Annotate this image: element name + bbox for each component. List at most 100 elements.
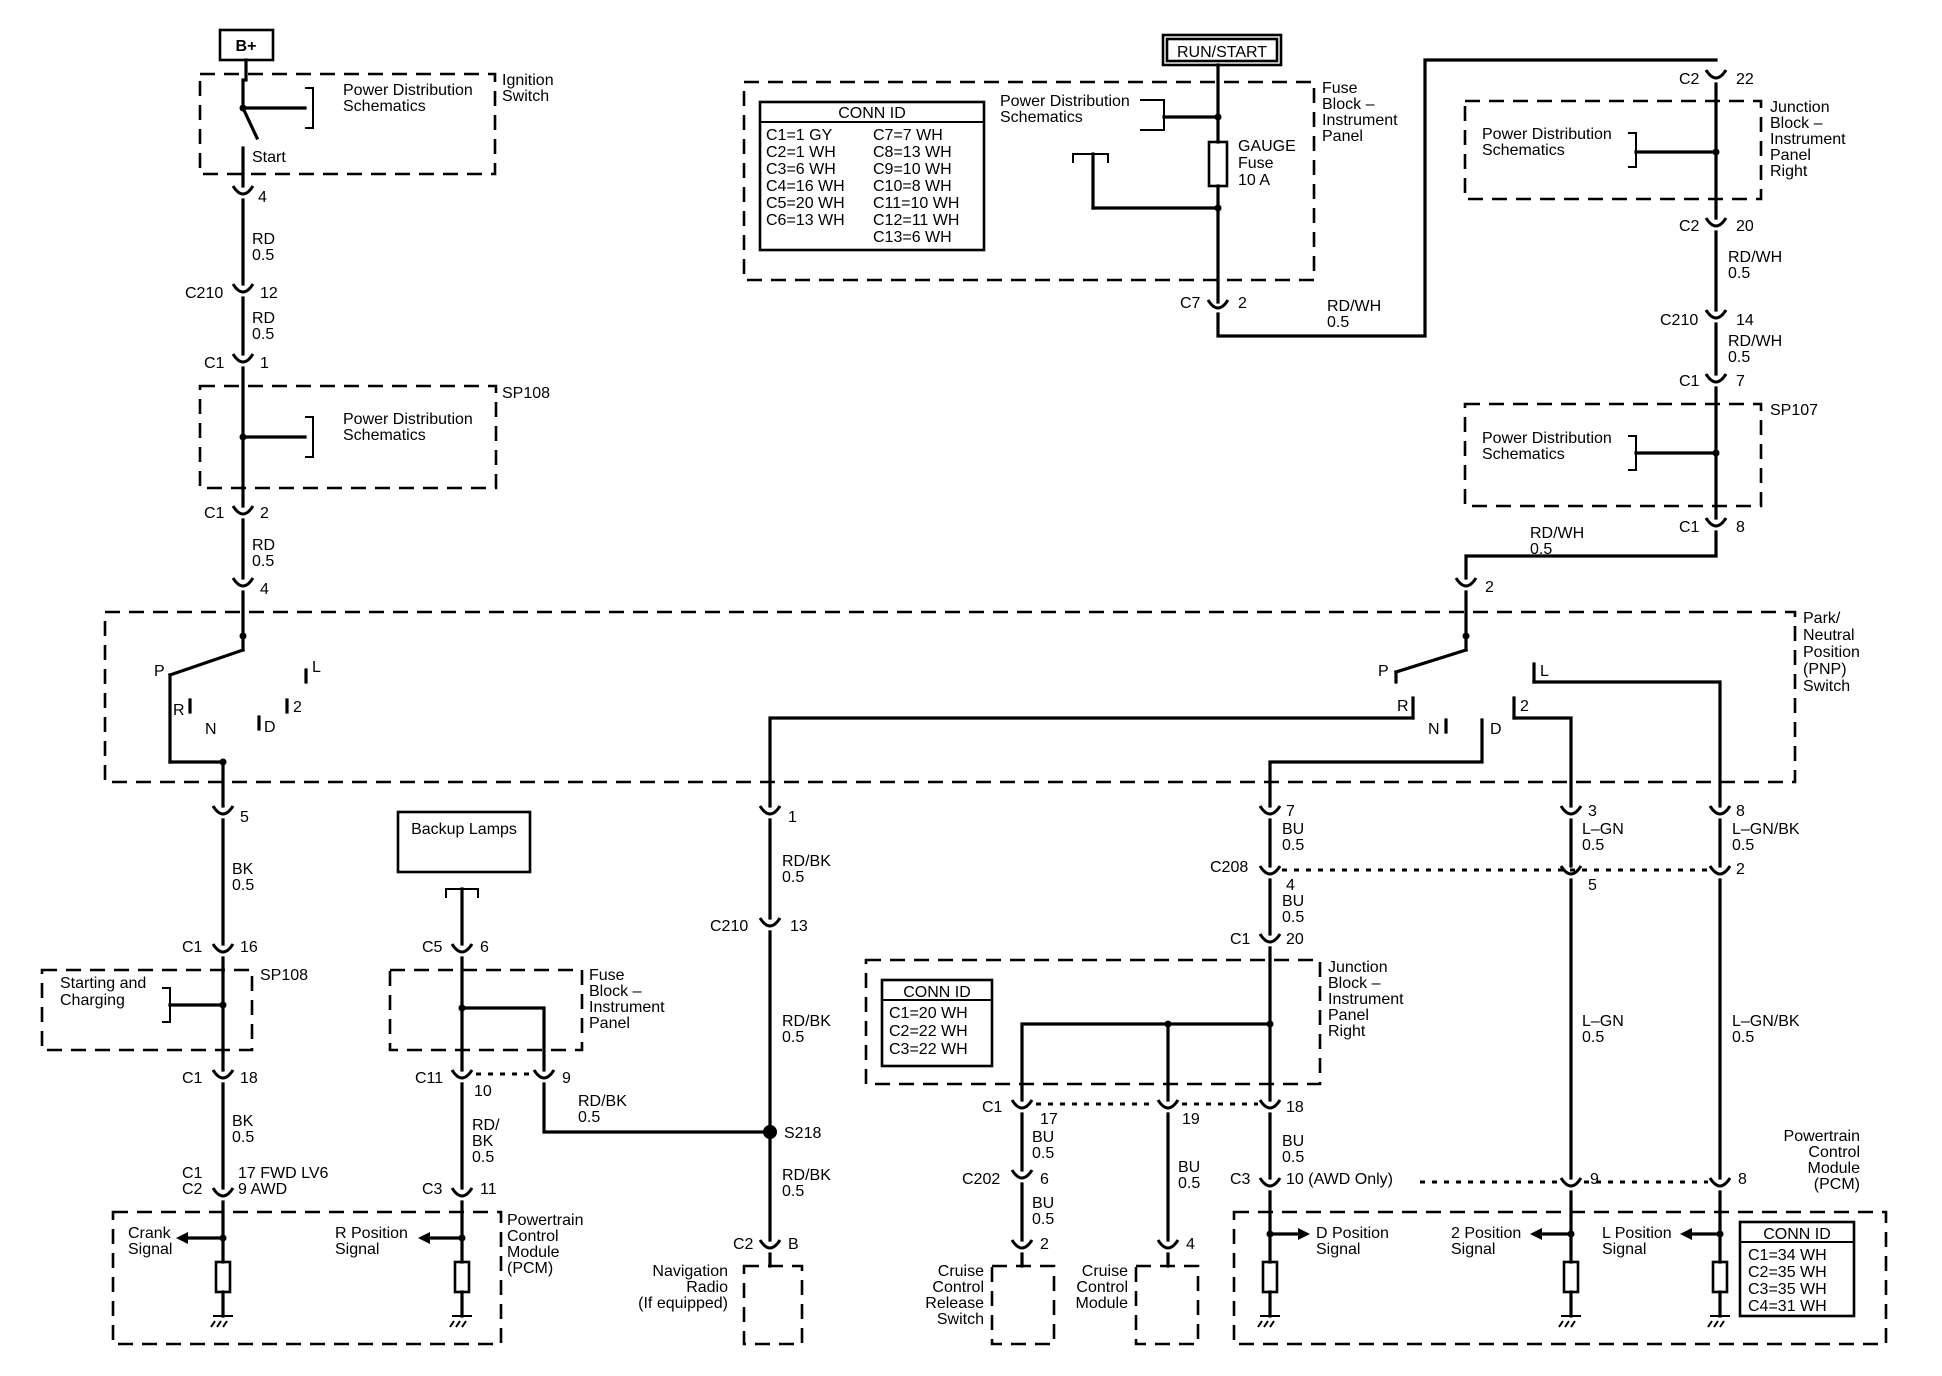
svg-text:C1: C1 — [204, 505, 225, 522]
svg-text:C7=7 WH: C7=7 WH — [873, 127, 943, 144]
svg-text:C1: C1 — [1679, 519, 1700, 536]
svg-text:C210: C210 — [1660, 312, 1698, 329]
svg-text:7: 7 — [1286, 803, 1295, 820]
svg-text:Navigation: Navigation — [652, 1263, 728, 1280]
svg-text:RD/WH: RD/WH — [1530, 525, 1584, 542]
svg-text:Crank: Crank — [128, 1225, 172, 1242]
svg-text:C210: C210 — [710, 918, 748, 935]
svg-text:4: 4 — [258, 189, 267, 206]
svg-text:L–GN: L–GN — [1582, 1013, 1624, 1030]
svg-text:RD: RD — [252, 231, 275, 248]
svg-text:Cruise: Cruise — [1082, 1263, 1128, 1280]
svg-text:Backup Lamps: Backup Lamps — [411, 821, 517, 838]
svg-text:C1=34 WH: C1=34 WH — [1748, 1247, 1827, 1264]
svg-text:0.5: 0.5 — [1282, 837, 1304, 854]
svg-text:Junction: Junction — [1328, 959, 1388, 976]
svg-text:C2: C2 — [182, 1181, 203, 1198]
svg-text:Instrument: Instrument — [589, 999, 665, 1016]
svg-text:D: D — [1490, 721, 1502, 738]
cruise-release-switch-box — [990, 1264, 1056, 1346]
svg-text:6: 6 — [480, 939, 489, 956]
svg-text:0.5: 0.5 — [1728, 349, 1750, 366]
svg-text:C1=20 WH: C1=20 WH — [889, 1005, 968, 1022]
svg-text:L–GN/BK: L–GN/BK — [1732, 821, 1800, 838]
run-start-box — [1161, 33, 1283, 67]
svg-text:Signal: Signal — [1316, 1241, 1360, 1258]
svg-text:0.5: 0.5 — [1732, 837, 1754, 854]
svg-text:Control: Control — [1808, 1144, 1860, 1161]
pcm-right: Powertrain Control Module (PCM) D Positi… — [1232, 1128, 1888, 1346]
position-signal-wires: 3 L–GN 0.5 5 L–GN 0.5 9 8 L–GN/BK 0.5 2 … — [1559, 803, 1800, 1264]
svg-text:RD/WH: RD/WH — [1728, 333, 1782, 350]
svg-text:Instrument: Instrument — [1328, 991, 1404, 1008]
svg-text:0.5: 0.5 — [252, 553, 274, 570]
svg-text:C11=10 WH: C11=10 WH — [873, 195, 959, 212]
svg-text:CONN ID: CONN ID — [838, 105, 906, 122]
svg-text:C13=6 WH: C13=6 WH — [873, 229, 952, 246]
svg-text:Control: Control — [1076, 1279, 1128, 1296]
svg-text:C3: C3 — [1230, 1171, 1251, 1188]
svg-text:0.5: 0.5 — [1732, 1029, 1754, 1046]
svg-text:Right: Right — [1770, 163, 1808, 180]
cruise-circuit: 7 BU 0.5 C208 4 BU 0.5 C1 20 Junction Bl… — [864, 803, 1710, 1346]
svg-text:1: 1 — [788, 809, 797, 826]
backup-lamps-box — [396, 810, 532, 874]
svg-text:C202: C202 — [962, 1171, 1000, 1188]
svg-text:4: 4 — [1186, 1236, 1195, 1253]
svg-text:C12=11 WH: C12=11 WH — [873, 212, 959, 229]
svg-text:D Position: D Position — [1316, 1225, 1389, 1242]
svg-text:0.5: 0.5 — [1032, 1145, 1054, 1162]
svg-text:C1: C1 — [1230, 931, 1251, 948]
backup-lamp-circuit: Backup Lamps C5 6 Fuse Block – Instrumen… — [388, 810, 772, 1264]
svg-text:RD: RD — [252, 310, 275, 327]
svg-text:L–GN: L–GN — [1582, 821, 1624, 838]
svg-text:C1: C1 — [182, 939, 203, 956]
svg-text:BU: BU — [1282, 893, 1304, 910]
ignition-switch-label-1: Ignition — [502, 72, 554, 89]
svg-text:Charging: Charging — [60, 992, 125, 1009]
svg-text:10 A: 10 A — [1238, 172, 1270, 189]
svg-text:0.5: 0.5 — [1282, 909, 1304, 926]
svg-text:RD/BK: RD/BK — [578, 1093, 627, 1110]
svg-text:Starting and: Starting and — [60, 975, 146, 992]
svg-text:P: P — [1378, 663, 1389, 680]
svg-text:Block –: Block – — [589, 983, 642, 1000]
svg-text:L Position: L Position — [1602, 1225, 1672, 1242]
svg-text:10: 10 — [474, 1083, 492, 1100]
pnp-switch-box — [103, 610, 1797, 784]
pnp-switch: Park/ Neutral Position (PNP) Switch P R … — [103, 610, 1860, 808]
svg-text:C2: C2 — [1679, 218, 1700, 235]
svg-text:RD/BK: RD/BK — [782, 1167, 831, 1184]
svg-text:Control: Control — [507, 1228, 559, 1245]
svg-text:Right: Right — [1328, 1023, 1366, 1040]
svg-text:2 Position: 2 Position — [1451, 1225, 1521, 1242]
svg-text:Block –: Block – — [1770, 115, 1823, 132]
pcm-left: Powertrain Control Module (PCM) Crank Si… — [111, 1210, 583, 1346]
svg-text:Instrument: Instrument — [1770, 131, 1846, 148]
svg-text:8: 8 — [1736, 803, 1745, 820]
conn-id-table-junction — [880, 978, 994, 1068]
svg-text:Powertrain: Powertrain — [1784, 1128, 1860, 1145]
svg-text:4: 4 — [1286, 877, 1295, 894]
svg-text:RD/BK: RD/BK — [782, 1013, 831, 1030]
svg-text:2: 2 — [1040, 1236, 1049, 1253]
svg-text:C2=35 WH: C2=35 WH — [1748, 1264, 1827, 1281]
svg-text:0.5: 0.5 — [232, 877, 254, 894]
svg-text:2: 2 — [1736, 861, 1745, 878]
svg-text:18: 18 — [1286, 1099, 1304, 1116]
svg-text:C2: C2 — [1679, 71, 1700, 88]
svg-text:Power Distribution: Power Distribution — [1482, 126, 1612, 143]
svg-text:Fuse: Fuse — [589, 967, 625, 984]
conn-id-table-pcm — [1738, 1220, 1856, 1318]
svg-text:C5=20 WH: C5=20 WH — [766, 195, 845, 212]
svg-text:0.5: 0.5 — [1530, 541, 1552, 558]
s218-label: S218 — [784, 1125, 821, 1142]
svg-text:16: 16 — [240, 939, 258, 956]
start-label: Start — [252, 149, 286, 166]
svg-text:CONN ID: CONN ID — [903, 984, 971, 1001]
svg-text:11: 11 — [480, 1181, 497, 1198]
svg-text:Radio: Radio — [686, 1279, 728, 1296]
svg-text:Fuse: Fuse — [1322, 80, 1358, 97]
svg-text:17 FWD LV6: 17 FWD LV6 — [238, 1165, 329, 1182]
svg-text:C7: C7 — [1180, 295, 1201, 312]
